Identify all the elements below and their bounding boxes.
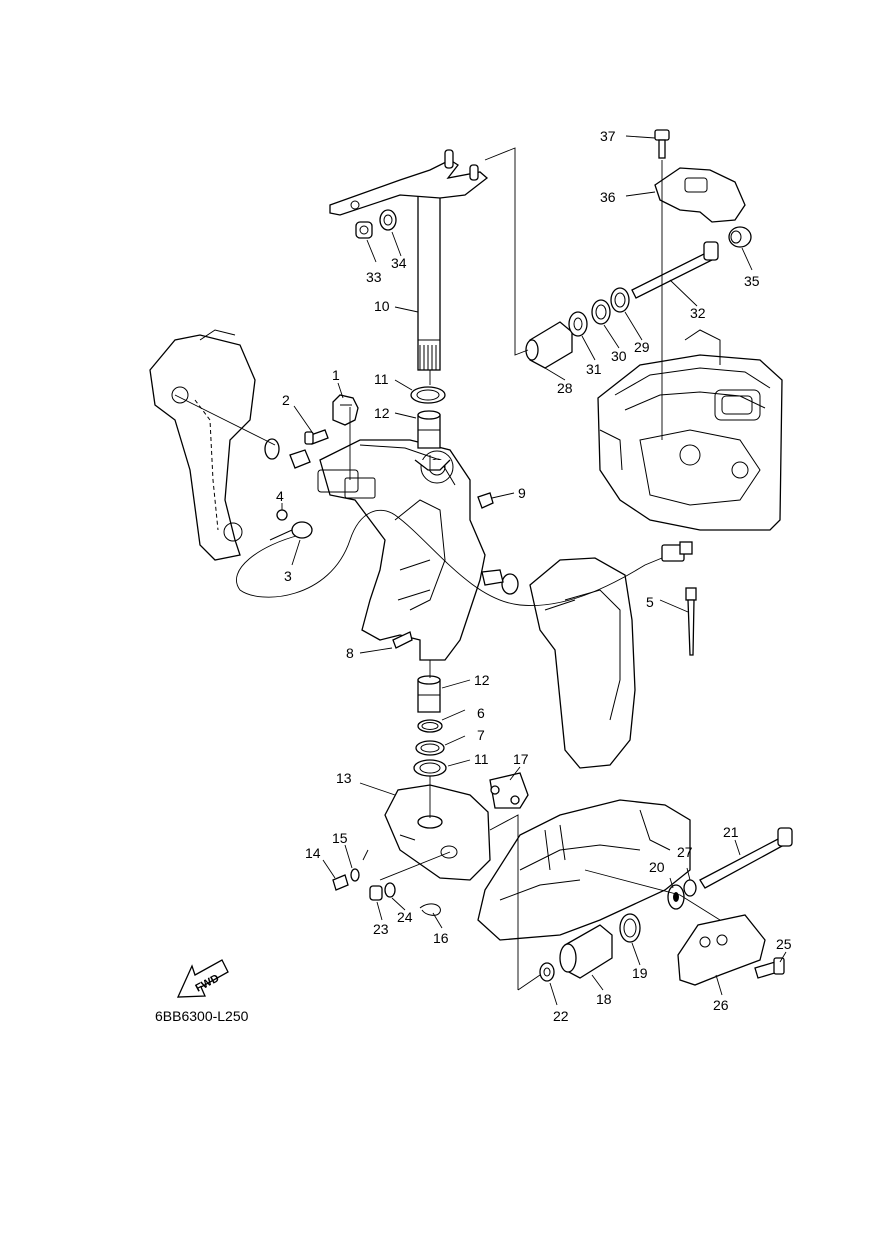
callout-1: 1: [332, 367, 340, 383]
part-13-lower-bracket: [384, 784, 491, 881]
part-22-washer: [539, 962, 555, 982]
callout-16: 16: [433, 930, 449, 946]
callout-labels: 1 2 3 4 5 6 7 8 9 10 11 11 12 12 13 14 1…: [276, 128, 792, 1024]
callout-7: 7: [477, 727, 485, 743]
part-1-clamp: [332, 394, 359, 426]
callout-6: 6: [477, 705, 485, 721]
callout-8: 8: [346, 645, 354, 661]
swivel-bracket-left-drawing: [149, 329, 256, 561]
callout-21: 21: [723, 824, 739, 840]
bushing-left-drawing: [264, 438, 311, 469]
part-27-washer: [683, 879, 697, 897]
lower-casing-drawing: [477, 799, 691, 941]
callout-19: 19: [632, 965, 648, 981]
callout-20: 20: [649, 859, 665, 875]
part-34-washer: [379, 209, 397, 231]
part-23-nut: [369, 885, 383, 901]
part-19-washer: [619, 913, 641, 943]
part-21-bolt: [699, 827, 793, 889]
part-2-bolt: [304, 429, 329, 445]
callout-35: 35: [744, 273, 760, 289]
callout-13: 13: [336, 770, 352, 786]
part-26-bracket: [677, 914, 766, 986]
callout-12-bottom: 12: [474, 672, 490, 688]
part-15-washer: [350, 868, 360, 882]
lower-cowling-drawing: [597, 329, 783, 531]
part-6-o-ring: [417, 719, 443, 733]
part-3-terminal: [269, 521, 313, 541]
part-18-mount-rubber: [559, 924, 613, 979]
part-31-spacer: [568, 311, 588, 337]
callout-12-top: 12: [374, 405, 390, 421]
callout-30: 30: [611, 348, 627, 364]
callout-24: 24: [397, 909, 413, 925]
part-8-screw: [392, 631, 413, 649]
part-16-clip: [419, 903, 441, 916]
callout-2: 2: [282, 392, 290, 408]
part-24-washer: [384, 882, 396, 898]
callout-4: 4: [276, 488, 284, 504]
callout-33: 33: [366, 269, 382, 285]
part-14-bolt: [332, 874, 349, 891]
callout-31: 31: [586, 361, 602, 377]
callout-28: 28: [557, 380, 573, 396]
callout-17: 17: [513, 751, 529, 767]
callout-9: 9: [518, 485, 526, 501]
callout-3: 3: [284, 568, 292, 584]
callout-11-top: 11: [374, 371, 389, 387]
callout-10: 10: [374, 298, 390, 314]
callout-37: 37: [600, 128, 616, 144]
part-17-damper: [489, 772, 529, 809]
callout-32: 32: [690, 305, 706, 321]
callout-29: 29: [634, 339, 650, 355]
part-36-upper-bracket: [654, 167, 746, 223]
part-25-bolt: [754, 957, 785, 979]
part-28-mount-rubber: [525, 321, 573, 369]
swivel-bracket-body-drawing: [317, 439, 486, 661]
part-7-washer: [415, 740, 445, 756]
part-12-bushing-bottom: [417, 675, 441, 713]
callout-15: 15: [332, 830, 348, 846]
part-5-cable-tie: [685, 587, 697, 656]
callout-5: 5: [646, 594, 654, 610]
callout-26: 26: [713, 997, 729, 1013]
part-33-nut: [355, 221, 373, 239]
part-32-bolt: [631, 241, 719, 299]
callout-22: 22: [553, 1008, 569, 1024]
part-35-collar: [728, 226, 752, 248]
callout-11-bottom: 11: [474, 751, 489, 767]
part-11-washer-top: [410, 386, 446, 404]
callout-34: 34: [391, 255, 407, 271]
part-29-washer: [610, 287, 630, 313]
connector-drawing: [661, 541, 693, 562]
part-30-washer: [591, 299, 611, 325]
part-12-bushing-top: [417, 410, 441, 449]
callout-36: 36: [600, 189, 616, 205]
assembly-guide-lines: [174, 147, 721, 991]
callout-14: 14: [305, 845, 321, 861]
bushing-right-drawing: [481, 569, 519, 595]
ground-wire-drawing: [236, 509, 663, 606]
callout-18: 18: [596, 991, 612, 1007]
callout-27: 27: [677, 844, 693, 860]
callout-leader-lines: [281, 135, 787, 1006]
part-11-washer-bottom: [413, 759, 447, 777]
part-4-screw: [276, 509, 288, 521]
part-20-washer: [667, 884, 685, 910]
diagram-code: 6BB6300-L250: [155, 1008, 249, 1024]
part-9-clip: [477, 492, 494, 509]
swivel-bracket-right-drawing: [529, 557, 636, 769]
fwd-arrow-icon: FWD: [176, 959, 229, 998]
callout-23: 23: [373, 921, 389, 937]
callout-25: 25: [776, 936, 792, 952]
part-37-bolt: [654, 129, 670, 159]
steering-shaft-drawing: [329, 149, 489, 371]
